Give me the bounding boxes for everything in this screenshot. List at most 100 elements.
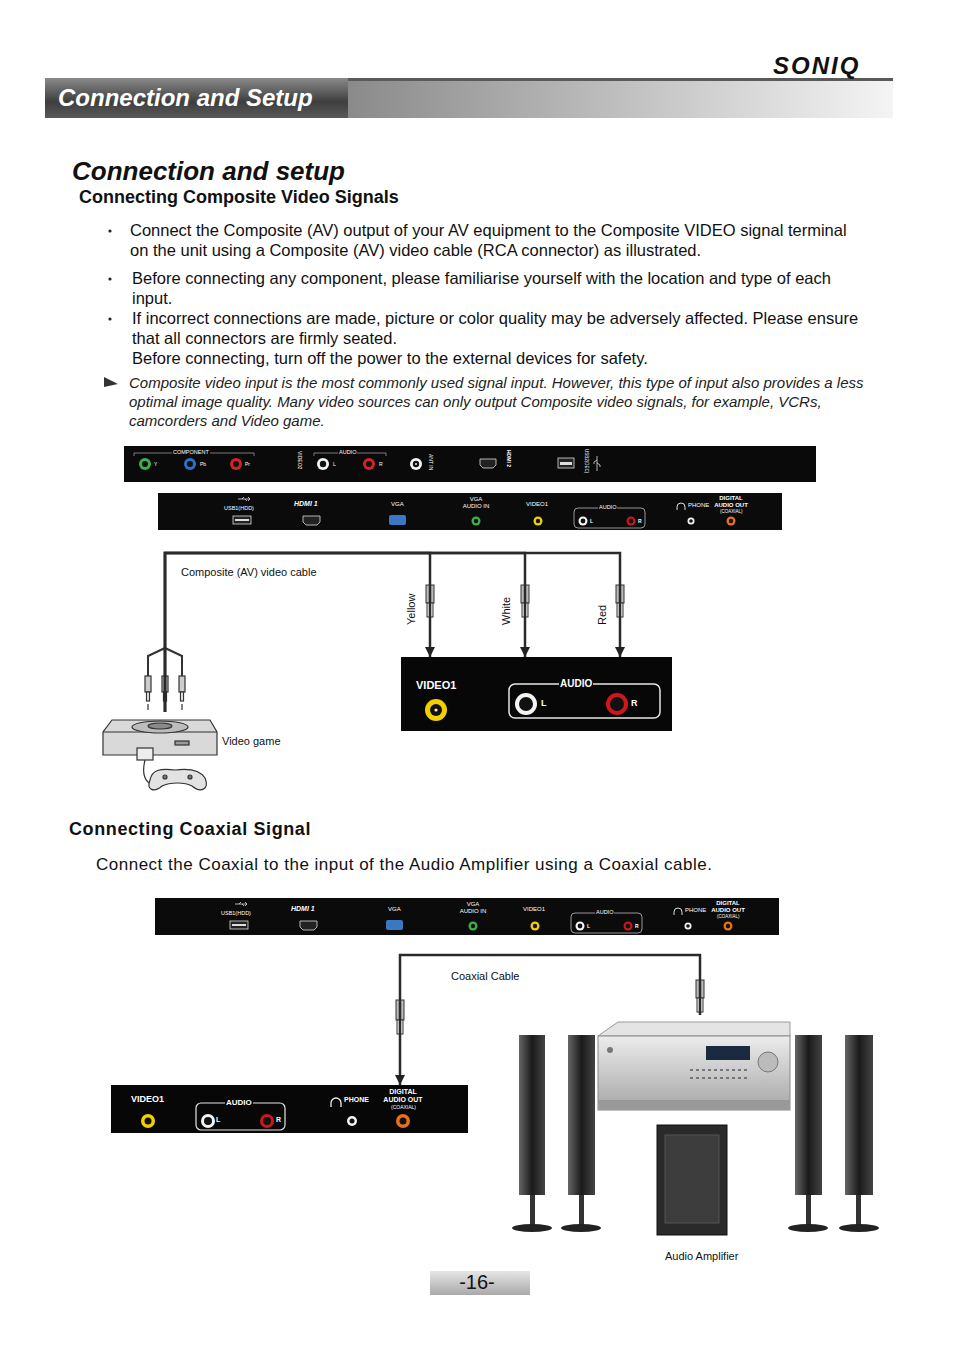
- node-text: USB1(HDD): [224, 505, 254, 512]
- node-text-wrap: R: [638, 518, 642, 524]
- text-label: Connect the Composite (AV) output of you…: [130, 220, 865, 260]
- terminal-closeup-art: [519, 697, 533, 711]
- text-label-wrap: Composite video input is the most common…: [129, 373, 864, 430]
- terminal-panel-art: [410, 458, 422, 470]
- node-text-wrap: (COAXIAL): [717, 914, 740, 919]
- node-text: HDMI 2: [506, 450, 512, 467]
- page-title: Connection and setup: [72, 156, 345, 186]
- bullet-dot: [108, 229, 111, 320]
- amplifier-art: [758, 1052, 778, 1072]
- text-label: Before connecting any component, please …: [132, 268, 867, 308]
- text-label: Composite (AV) video cable: [181, 566, 317, 579]
- terminal-closeup-art: [201, 1114, 215, 1128]
- terminal-closeup-art: [401, 657, 672, 731]
- node-text: L: [590, 518, 593, 524]
- cable-connector: [165, 553, 620, 712]
- text-label: Connect the Coaxial to the input of the …: [96, 855, 856, 875]
- node-text: Connection and Setup: [58, 85, 313, 111]
- node-text-wrap: Audio Amplifier: [665, 1250, 738, 1263]
- terminal-panel-art: [124, 446, 816, 482]
- node-text: AUDIO: [225, 1098, 253, 1108]
- cable-connector: [165, 553, 430, 712]
- terminal-panel-art: [142, 461, 148, 467]
- terminal-closeup-art: [141, 1114, 155, 1128]
- text-label-wrap: Connect the Coaxial to the input of the …: [96, 855, 856, 875]
- node-text-wrap: VIDEO2: [297, 451, 303, 469]
- terminal-closeup: VIDEO1AUDIOLRPHONEDIGITAL AUDIO OUT(COAX…: [111, 1085, 468, 1133]
- terminal-closeup-art: [263, 1117, 271, 1125]
- speaker-art: [568, 1035, 595, 1195]
- node-text-wrap: R: [379, 461, 383, 467]
- video-game-art: [147, 692, 150, 701]
- text-label: If incorrect connections are made, pictu…: [132, 308, 867, 348]
- speaker-art: [856, 1195, 861, 1225]
- video-game-art: [175, 741, 189, 745]
- node-text-wrap: Video game: [222, 735, 281, 748]
- speaker-art: [561, 1224, 601, 1232]
- terminal-closeup-art: [434, 708, 437, 711]
- node-text: VGA AUDIO IN: [461, 496, 491, 509]
- amplifier-art: [598, 1022, 790, 1036]
- node-text: VIDEO1: [526, 501, 548, 508]
- node-text-wrap: VIDEO1: [131, 1094, 164, 1105]
- node-text-wrap: R: [631, 698, 638, 709]
- terminal-panel: USB1(HDD)HDMI 1VGAVGA AUDIO INVIDEO1AUDI…: [155, 898, 779, 935]
- terminal-closeup-art: [425, 699, 447, 721]
- node-text: VGA: [391, 501, 404, 508]
- node-text-wrap: Connection and Setup: [58, 85, 313, 111]
- node-text-wrap: AUDIO: [559, 678, 593, 690]
- node-text-wrap: HDMI 1: [294, 500, 318, 508]
- header-tab: Connection and Setup: [45, 78, 348, 118]
- node-text: DIGITAL AUDIO OUT: [379, 1088, 427, 1103]
- node-text: PHONE: [685, 907, 706, 914]
- node-text: (COAXIAL): [391, 1104, 416, 1110]
- terminal-panel-art: [363, 458, 375, 470]
- node-text-wrap: VIDEO1: [526, 501, 548, 508]
- speaker-art: [519, 1035, 545, 1195]
- terminal-closeup-art: [111, 1085, 468, 1133]
- node-text: R: [638, 518, 642, 524]
- node-text-wrap: AUDIO: [225, 1098, 253, 1108]
- node-text: (COAXIAL): [717, 914, 740, 919]
- terminal-panel-art: [233, 461, 239, 467]
- text-label: Composite video input is the most common…: [129, 373, 864, 430]
- node-text: VGA AUDIO IN: [458, 901, 488, 914]
- text-label-wrap: Connecting Coaxial Signal: [69, 818, 311, 840]
- node-text: HDMI 1: [291, 905, 315, 913]
- terminal-closeup-art: [606, 693, 628, 715]
- bullet-dot: [108, 277, 111, 280]
- terminal-panel-art: [594, 456, 600, 471]
- node-text: ANT IN: [428, 454, 434, 470]
- video-game-art: [137, 748, 153, 760]
- text-label-wrap: If incorrect connections are made, pictu…: [132, 308, 867, 348]
- node-text: AUDIO: [559, 678, 593, 690]
- node-text-wrap: (COAXIAL): [391, 1104, 416, 1110]
- node-text-wrap: R: [635, 923, 639, 929]
- amplifier-art: [598, 1022, 790, 1110]
- terminal-panel-art: [558, 458, 574, 468]
- node-text: USB1(HDD): [221, 910, 251, 917]
- node-text: DIGITAL AUDIO OUT: [711, 495, 751, 508]
- connector-label: Coaxial Cable: [451, 970, 519, 983]
- terminal-panel-art: [560, 462, 572, 465]
- node-text-wrap: Pb: [200, 461, 206, 467]
- node-text-wrap: VIDEO1: [523, 906, 545, 913]
- terminal-closeup: VIDEO1 AUDIO L R: [401, 657, 672, 731]
- terminal-closeup-art: [204, 1117, 212, 1125]
- terminal-closeup-art: [260, 1114, 274, 1128]
- node-text-wrap: AUDIO: [598, 504, 617, 511]
- node-text-wrap: -16-: [430, 1271, 524, 1293]
- node-text-wrap: USB1(HDD): [224, 505, 254, 512]
- node-text-wrap: VIDEO1: [416, 679, 456, 692]
- node-text: DIGITAL AUDIO OUT: [708, 900, 748, 913]
- node-text: L: [541, 698, 547, 709]
- node-text-wrap: R: [276, 1116, 281, 1124]
- terminal-panel-art: [124, 446, 816, 482]
- speaker-art: [795, 1035, 822, 1195]
- speaker-art: [788, 1224, 828, 1232]
- node-text-wrap: HDMI 1: [291, 905, 315, 913]
- node-text-wrap: HDMI 2: [506, 450, 512, 467]
- terminal-closeup-art: [347, 1116, 357, 1126]
- terminal-closeup-art: [515, 693, 537, 715]
- node-text-wrap: VGA AUDIO IN: [461, 496, 491, 509]
